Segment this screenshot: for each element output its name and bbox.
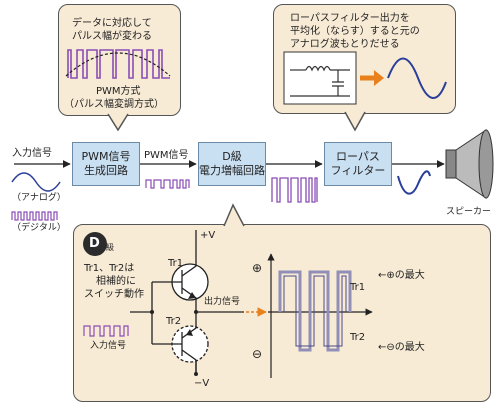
- class-d-badge-letter: D: [89, 236, 100, 251]
- wave-tr2-label: Tr2: [350, 332, 366, 343]
- minus-max-text: の最大: [394, 342, 425, 353]
- output-signal-label: 出力信号: [204, 297, 241, 307]
- tr2-label: Tr2: [166, 316, 182, 327]
- input-signal-label: 入力信号: [12, 148, 52, 159]
- plus-max-label: ←⊕の最大: [378, 270, 425, 282]
- class-d-desc-line1: Tr1、Tr2は: [84, 263, 135, 274]
- pwm-generator-label-1: PWM信号: [81, 150, 131, 163]
- filter-callout-line1: ローパスフィルター出力を: [290, 13, 410, 24]
- pwm-callout-line2: パルス幅が変わる: [72, 31, 152, 42]
- pwm-signal-label: PWM信号: [144, 150, 189, 161]
- plus-max-arrow: ←: [378, 270, 387, 281]
- speaker-label: スピーカー: [446, 207, 492, 217]
- output-square-wave-inner: [283, 275, 347, 347]
- class-d-desc-line3: スイッチ動作: [84, 289, 144, 300]
- plus-polarity-symbol: ⊕: [252, 261, 263, 275]
- recovered-sine-wave-icon: [387, 57, 447, 99]
- filtered-wave-icon: [397, 170, 431, 195]
- pwm-generator-label-2: 生成回路: [84, 164, 128, 177]
- class-d-amp-label-1: D級: [222, 150, 242, 163]
- class-d-callout-tail: [223, 203, 245, 227]
- lowpass-filter-block: ローパス フィルター: [324, 142, 392, 186]
- class-d-desc-line2: 相補的に: [96, 276, 136, 287]
- analog-label: （アナログ）: [12, 193, 66, 203]
- minus-max-label: ←⊖の最大: [378, 342, 425, 354]
- digital-label: （デジタル）: [12, 223, 66, 233]
- pwm-callout-line1: データに対応して: [72, 18, 152, 29]
- lowpass-filter-label-1: ローパス: [336, 150, 380, 163]
- pwm-callout: [58, 4, 181, 116]
- minus-max-arrow: ←: [378, 342, 387, 353]
- panel-input-pulses-icon: [83, 325, 129, 337]
- wave-tr1-label: Tr1: [350, 282, 366, 293]
- minus-max-circle: ⊖: [386, 342, 395, 353]
- vminus-label: −V: [194, 378, 210, 389]
- pwm-generator-block: PWM信号 生成回路: [72, 142, 140, 186]
- pwm-envelope-curve: [65, 52, 171, 77]
- filter-callout-tail: [344, 111, 366, 132]
- filter-callout-line2: 平均化（ならす）すると元の: [290, 26, 420, 37]
- output-square-wave: [278, 270, 352, 352]
- plus-max-text: の最大: [394, 270, 425, 281]
- minus-polarity-symbol: ⊖: [252, 347, 263, 361]
- class-d-panel: [73, 224, 491, 402]
- pwm-method-label: PWM方式: [96, 86, 141, 97]
- amplified-pwm-pulses-icon: [271, 177, 318, 203]
- pwm-method-subtitle: （パルス幅変調方式）: [64, 99, 164, 110]
- digital-input-pulses-icon: [11, 211, 58, 221]
- filter-callout-line3: アナログ波もとりだせる: [290, 39, 400, 50]
- tr1-label: Tr1: [168, 258, 184, 269]
- class-d-amp-label-2: 電力増幅回路: [199, 164, 265, 177]
- analog-input-wave-icon: [11, 172, 61, 192]
- lc-filter-schematic-icon: [283, 51, 357, 105]
- pwm-pulse-wave-icon: [67, 49, 170, 79]
- pwm-signal-pulses-icon: [145, 179, 190, 189]
- class-d-badge-suffix: 級: [106, 243, 114, 252]
- lowpass-filter-label-2: フィルター: [330, 164, 386, 177]
- vplus-label: +V: [200, 230, 216, 241]
- speaker-icon: [445, 129, 494, 199]
- class-d-amp-block: D級 電力増幅回路: [198, 142, 266, 186]
- pwm-callout-tail: [107, 113, 129, 132]
- class-d-badge-icon: [83, 232, 107, 256]
- panel-input-signal-label: 入力信号: [90, 341, 127, 351]
- plus-max-circle: ⊕: [386, 270, 395, 281]
